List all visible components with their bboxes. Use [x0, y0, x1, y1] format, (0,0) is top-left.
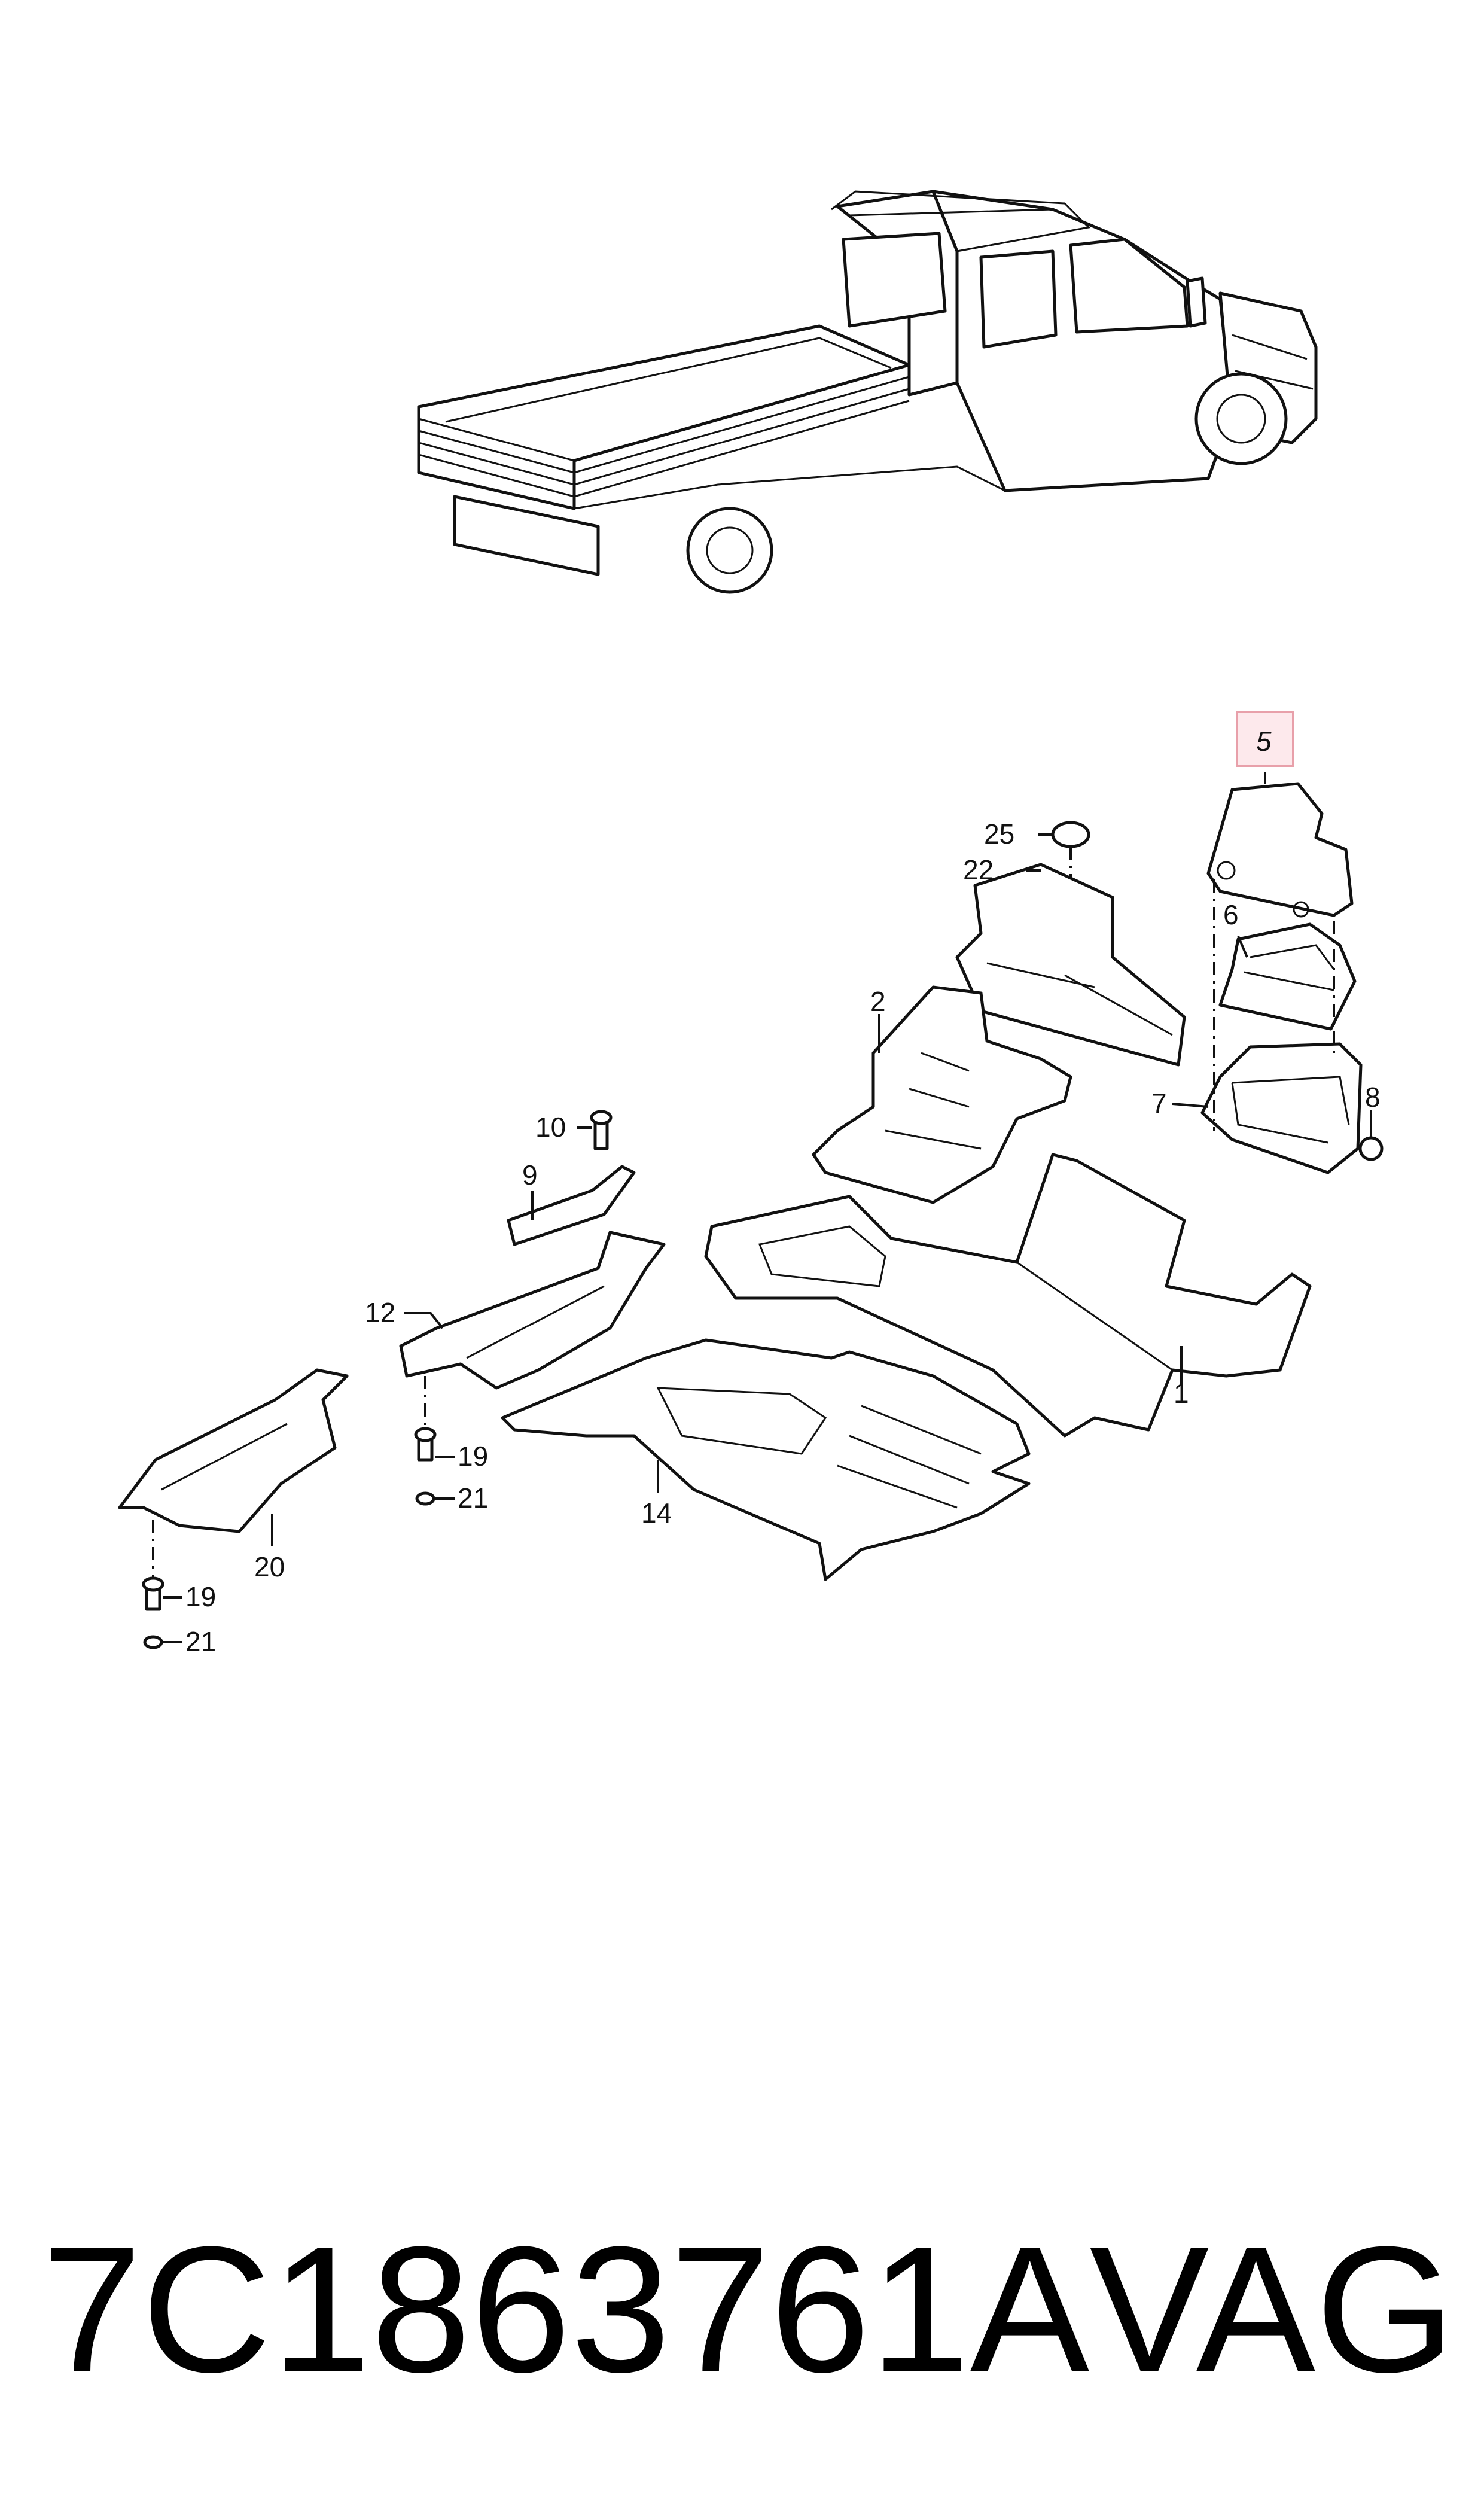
part-14-tray [501, 1338, 1031, 1581]
part-5-cover [1206, 782, 1354, 917]
part-20-sill [118, 1368, 349, 1533]
part-9-bracket [507, 1165, 636, 1246]
callout-10: 10 [535, 1112, 566, 1143]
part-8-clip [1358, 1136, 1384, 1161]
part-1-floor [704, 1153, 1312, 1438]
exploded-parts [118, 782, 1384, 1649]
part-7-box [1200, 1042, 1363, 1174]
callout-7: 7 [1151, 1088, 1167, 1119]
highlight-box-5 [1236, 711, 1294, 767]
callout-22: 22 [963, 854, 994, 885]
callout-6: 6 [1223, 899, 1239, 930]
part-number-footer: 7C1863761A VAG [42, 2202, 1455, 2417]
part-21-clip-b [143, 1635, 163, 1649]
callout-21-upper: 21 [458, 1482, 488, 1514]
callout-labels: 5 25 22 6 2 7 8 10 9 12 1 19 21 14 20 19… [185, 711, 1381, 1657]
callout-8: 8 [1365, 1082, 1381, 1113]
part-22-panel [955, 863, 1186, 1067]
part-2-arch [812, 985, 1072, 1204]
callout-19-upper: 19 [458, 1441, 488, 1472]
part-12-sill [399, 1231, 666, 1390]
callout-5: 5 [1256, 726, 1272, 757]
part-number: 7C1863761A [42, 2209, 1090, 2410]
callout-9: 9 [522, 1159, 538, 1191]
callout-25: 25 [984, 818, 1014, 850]
callout-12: 12 [365, 1297, 395, 1328]
part-21-clip-a [415, 1491, 435, 1506]
callout-19-lower: 19 [185, 1581, 216, 1612]
callout-14: 14 [641, 1497, 672, 1529]
truck-illustration [417, 190, 1318, 594]
part-25-cap [1051, 821, 1090, 848]
leader-lines [163, 772, 1372, 1643]
brand-label: VAG [1089, 2209, 1455, 2410]
callout-21-lower: 21 [185, 1626, 216, 1657]
part-6-tray [1218, 922, 1357, 1031]
callout-20: 20 [254, 1551, 285, 1582]
callout-2: 2 [870, 986, 886, 1017]
callout-1: 1 [1174, 1378, 1189, 1409]
